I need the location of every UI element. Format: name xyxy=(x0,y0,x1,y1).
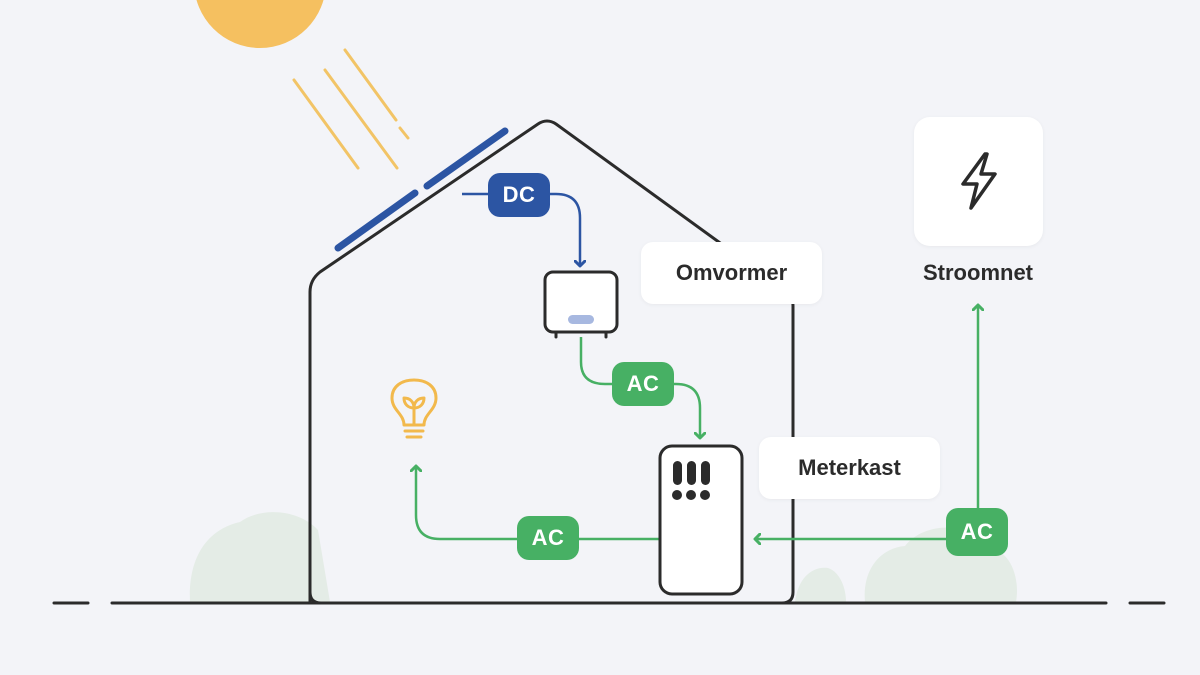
sun-icon xyxy=(196,0,410,170)
power-grid-card xyxy=(914,117,1043,246)
meter-label-card: Meterkast xyxy=(759,437,940,499)
bushes xyxy=(189,512,1017,602)
dc-flow-line xyxy=(462,192,580,266)
lightning-bolt-icon xyxy=(960,151,997,210)
ac-flow-badge-house: AC xyxy=(517,516,579,560)
ac-flow-badge-inverter: AC xyxy=(612,362,674,406)
light-bulb-icon xyxy=(390,378,438,439)
bush-left xyxy=(189,512,330,602)
inverter-label-card: Omvormer xyxy=(641,242,822,304)
inverter-label: Omvormer xyxy=(675,260,788,285)
meter-label: Meterkast xyxy=(798,455,901,480)
meter-box-icon xyxy=(658,444,744,596)
inverter-icon xyxy=(543,270,619,339)
dc-flow-badge: DC xyxy=(488,173,550,217)
power-grid-label: Stroomnet xyxy=(923,260,1033,285)
bush-middle xyxy=(795,567,846,602)
ac-flow-meter-house xyxy=(416,466,660,541)
solar-panel-icon xyxy=(334,127,509,252)
ac-flow-badge-grid: AC xyxy=(946,508,1008,556)
